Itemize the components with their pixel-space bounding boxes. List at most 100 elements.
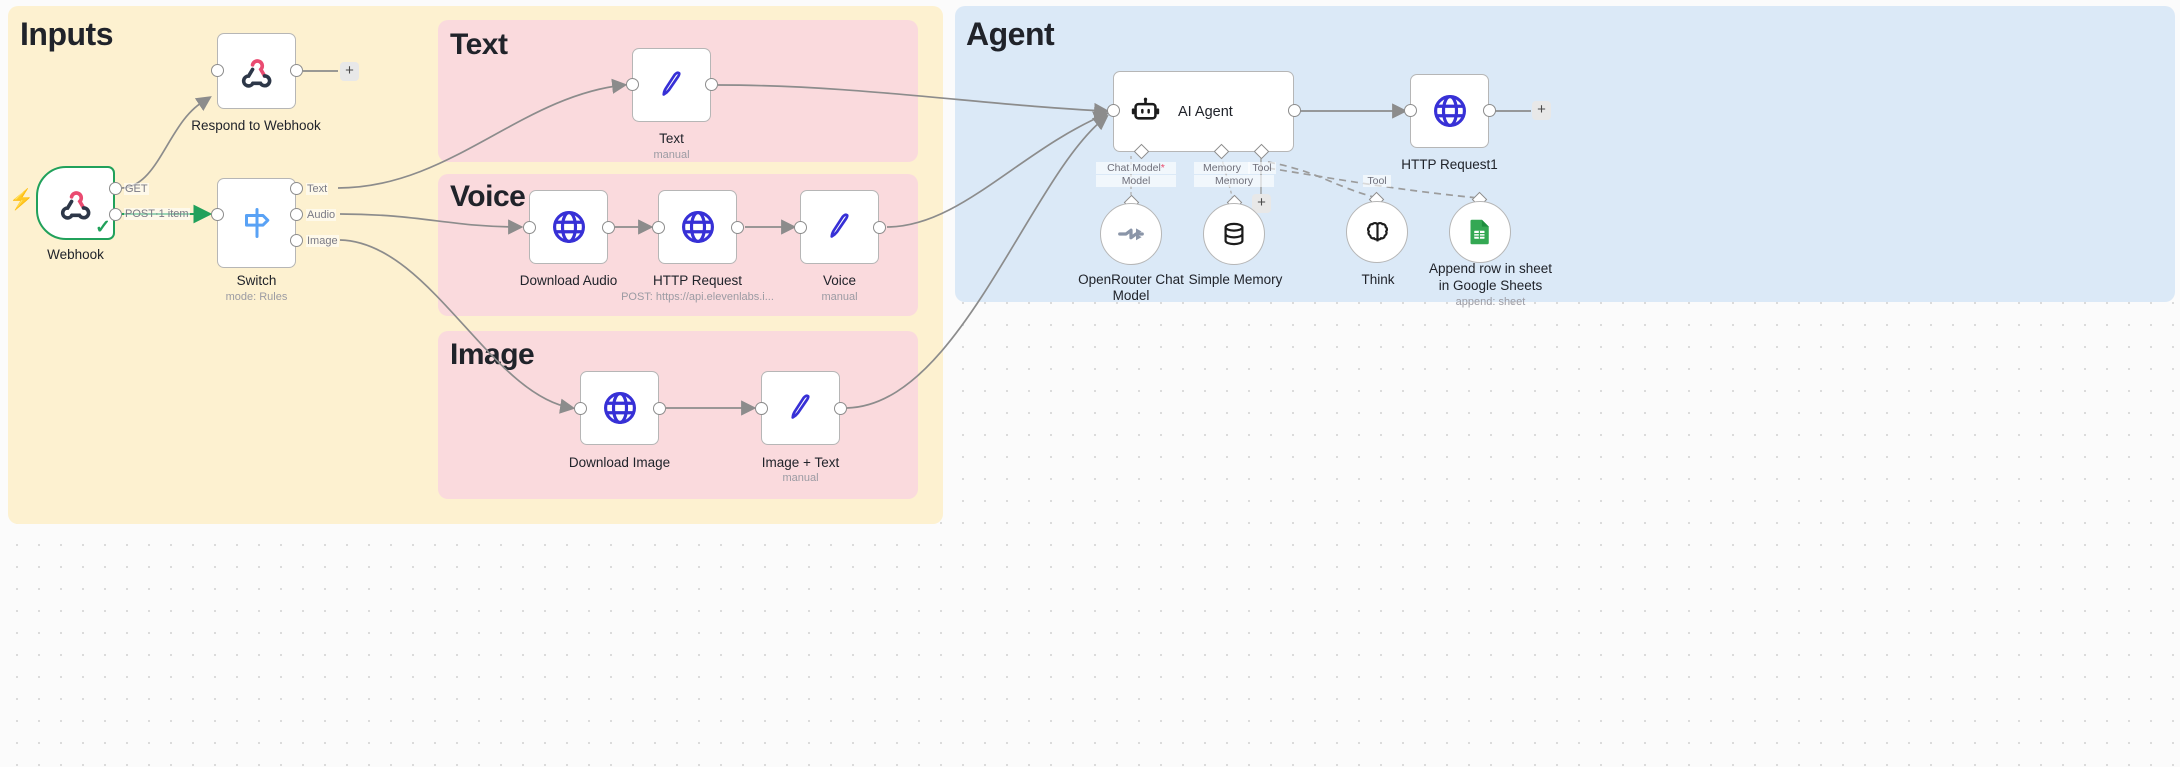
port-voice-output[interactable] <box>873 221 886 234</box>
port-switch-out-audio[interactable] <box>290 208 303 221</box>
port-switch-out-image[interactable] <box>290 234 303 247</box>
group-title-text: Text <box>450 28 508 61</box>
robot-icon <box>1131 97 1160 120</box>
node-subtitle-http-request: POST: https://api.elevenlabs.i... <box>621 291 774 303</box>
group-title-agent: Agent <box>966 16 1055 52</box>
node-label-google-sheets-line1: Append row in sheet <box>1428 261 1553 276</box>
connector-label-chat-model: Chat Model* <box>1096 162 1176 174</box>
node-label-switch: Switch <box>236 273 277 288</box>
node-label-voice: Voice <box>822 273 857 288</box>
group-title-inputs: Inputs <box>20 16 113 52</box>
node-webhook[interactable] <box>36 166 115 240</box>
openrouter-icon <box>1118 228 1144 241</box>
required-asterisk: * <box>1160 162 1165 174</box>
node-subtitle-switch: mode: Rules <box>225 291 288 303</box>
port-label-switch-audio: Audio <box>306 209 337 221</box>
group-title-voice: Voice <box>450 180 526 213</box>
port-download-image-input[interactable] <box>574 402 587 415</box>
connector-sublabel-memory: Memory <box>1194 175 1274 187</box>
port-label-webhook-post: POST·1 item <box>124 208 190 220</box>
connector-label-tool: Tool <box>1248 162 1276 174</box>
port-label-webhook-get: GET <box>124 183 149 195</box>
node-label-webhook: Webhook <box>47 247 104 262</box>
n8n-webhook-icon <box>241 59 271 88</box>
node-label-openrouter-chat-model: OpenRouter Chat Model <box>1078 272 1184 303</box>
port-download-image-output[interactable] <box>653 402 666 415</box>
node-subtitle-google-sheets: append: sheet <box>1455 296 1526 308</box>
node-label-ai-agent: AI Agent <box>1178 103 1233 120</box>
globe-icon <box>681 211 714 243</box>
node-label-download-audio: Download Audio <box>519 273 618 288</box>
port-text-output[interactable] <box>705 78 718 91</box>
globe-icon <box>1433 95 1466 127</box>
node-switch[interactable] <box>217 178 296 268</box>
port-download-audio-input[interactable] <box>523 221 536 234</box>
node-image-text[interactable] <box>761 371 840 445</box>
port-voice-input[interactable] <box>794 221 807 234</box>
connector-label-chat-model-text: Chat Model <box>1107 162 1161 174</box>
port-http-request1-input[interactable] <box>1404 104 1417 117</box>
port-webhook-post[interactable] <box>109 208 122 221</box>
node-http-request1[interactable] <box>1410 74 1489 148</box>
node-openrouter-chat-model[interactable] <box>1100 203 1162 265</box>
port-label-switch-image: Image <box>306 235 339 247</box>
port-http-request-input[interactable] <box>652 221 665 234</box>
port-ai-agent-input[interactable] <box>1107 104 1120 117</box>
node-subtitle-text: manual <box>653 149 690 161</box>
node-label-simple-memory: Simple Memory <box>1188 272 1283 287</box>
port-respond-input[interactable] <box>211 64 224 77</box>
node-download-image[interactable] <box>580 371 659 445</box>
port-image-text-input[interactable] <box>755 402 768 415</box>
port-switch-out-text[interactable] <box>290 182 303 195</box>
node-label-http-request1: HTTP Request1 <box>1401 157 1498 172</box>
edit-pen-icon <box>661 71 681 96</box>
node-subtitle-voice: manual <box>821 291 858 303</box>
edit-pen-icon <box>829 213 849 238</box>
port-http-request1-output[interactable] <box>1483 104 1496 117</box>
webhook-success-check-icon: ✓ <box>95 217 111 238</box>
node-voice[interactable] <box>800 190 879 264</box>
node-ai-agent[interactable]: AI Agent <box>1113 71 1294 152</box>
signpost-icon <box>244 208 269 238</box>
node-http-request[interactable] <box>658 190 737 264</box>
add-node-button-respond[interactable]: + <box>340 62 359 81</box>
port-switch-input[interactable] <box>211 208 224 221</box>
node-label-image-text: Image + Text <box>761 455 840 470</box>
port-download-audio-output[interactable] <box>602 221 615 234</box>
connector-label-tool-2: Tool <box>1363 175 1391 187</box>
node-think[interactable] <box>1346 201 1408 263</box>
port-http-request-output[interactable] <box>731 221 744 234</box>
connector-label-memory: Memory <box>1194 162 1250 174</box>
trigger-bolt-icon: ⚡ <box>9 189 34 211</box>
node-simple-memory[interactable] <box>1203 203 1265 265</box>
node-label-download-image: Download Image <box>568 455 671 470</box>
group-title-image: Image <box>450 338 535 371</box>
node-text[interactable] <box>632 48 711 122</box>
node-label-think: Think <box>1361 272 1395 287</box>
node-google-sheets[interactable] <box>1449 201 1511 263</box>
port-image-text-output[interactable] <box>834 402 847 415</box>
port-text-input[interactable] <box>626 78 639 91</box>
node-respond-to-webhook[interactable] <box>217 33 296 109</box>
port-respond-output[interactable] <box>290 64 303 77</box>
node-subtitle-image-text: manual <box>782 472 819 484</box>
port-ai-agent-output[interactable] <box>1288 104 1301 117</box>
port-webhook-get[interactable] <box>109 182 122 195</box>
node-label-respond-to-webhook: Respond to Webhook <box>191 118 321 133</box>
node-download-audio[interactable] <box>529 190 608 264</box>
database-icon <box>1224 222 1244 246</box>
globe-icon <box>603 392 636 424</box>
globe-icon <box>552 211 585 243</box>
edit-pen-icon <box>790 394 810 419</box>
brain-icon <box>1366 221 1388 241</box>
add-tool-button[interactable]: + <box>1252 194 1271 213</box>
n8n-webhook-icon <box>60 191 90 220</box>
connector-sublabel-chat-model: Model <box>1096 175 1176 187</box>
node-label-http-request: HTTP Request <box>652 273 743 288</box>
node-label-text: Text <box>659 131 684 146</box>
add-node-button-http-request1[interactable]: + <box>1532 101 1551 120</box>
node-label-google-sheets-line2: in Google Sheets <box>1438 278 1543 293</box>
port-label-switch-text: Text <box>306 183 329 195</box>
group-agent[interactable] <box>955 6 2175 302</box>
